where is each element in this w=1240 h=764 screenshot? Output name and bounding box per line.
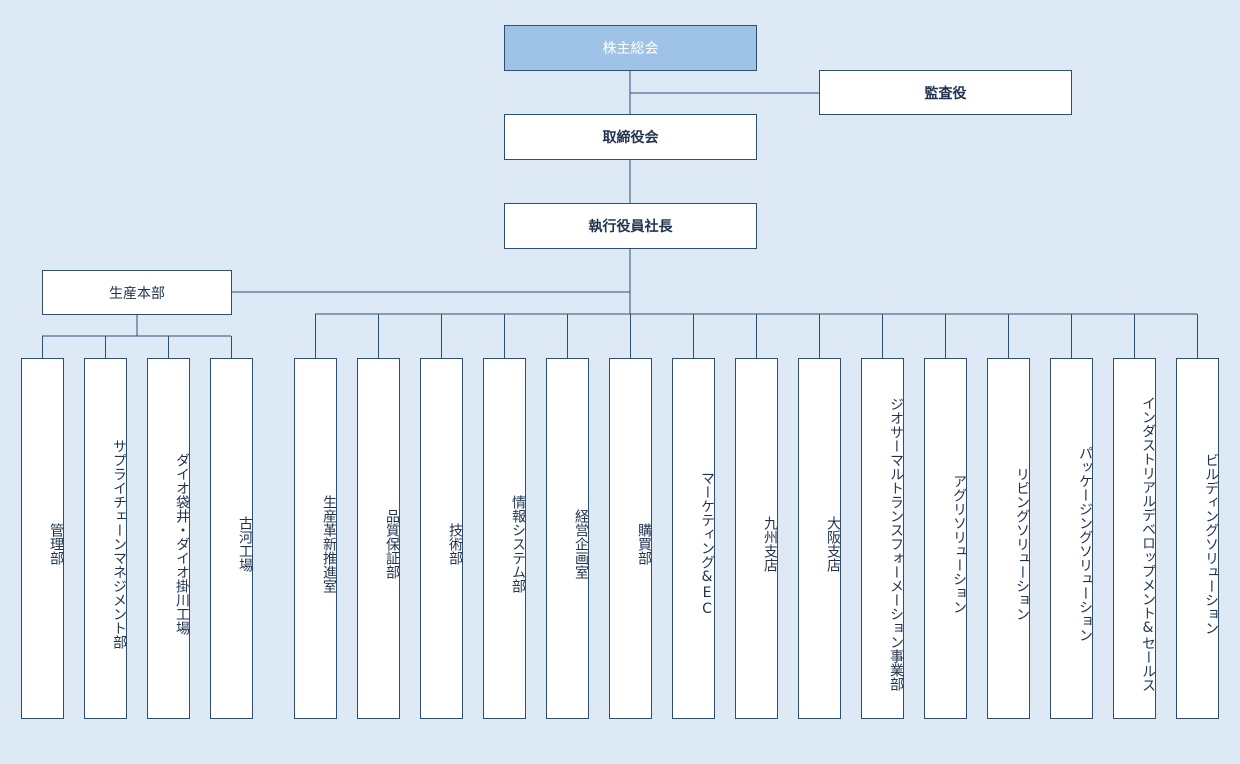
department-label: 経営企画室 — [573, 508, 589, 579]
department-box: ビルディングソリューション — [1176, 358, 1219, 719]
board-label: 取締役会 — [602, 130, 659, 146]
department-label: アグリソリューション — [951, 473, 967, 614]
department-box: 大阪支店 — [798, 358, 841, 719]
department-box: 品質保証部 — [357, 358, 400, 719]
department-label: 技術部 — [447, 522, 463, 565]
department-label: マーケティング&EC — [699, 470, 715, 617]
department-label: インダストリアルデベロップメント&セールス — [1140, 395, 1156, 692]
department-label: 購買部 — [636, 522, 652, 565]
department-label: 九州支店 — [762, 515, 778, 572]
production-unit-box: 古河工場 — [210, 358, 253, 719]
president-box: 執行役員社長 — [504, 203, 757, 249]
department-box: マーケティング&EC — [672, 358, 715, 719]
department-box: 生産革新推進室 — [294, 358, 337, 719]
department-box: 経営企画室 — [546, 358, 589, 719]
production-unit-label: ダイオ袋井・ダイオ掛川工場 — [174, 452, 190, 635]
department-label: 品質保証部 — [384, 508, 400, 579]
department-label: ビルディングソリューション — [1203, 452, 1219, 635]
president-label: 執行役員社長 — [588, 219, 673, 235]
department-box: インダストリアルデベロップメント&セールス — [1113, 358, 1156, 719]
department-box: ジオサーマルトランスフォーメーション事業部 — [861, 358, 904, 719]
production-hq-box: 生産本部 — [42, 270, 232, 315]
department-label: 生産革新推進室 — [321, 494, 337, 593]
department-label: 大阪支店 — [825, 515, 841, 572]
department-box: アグリソリューション — [924, 358, 967, 719]
department-box: リビングソリューション — [987, 358, 1030, 719]
production-unit-box: サプライチェーンマネジメント部 — [84, 358, 127, 719]
department-box: 九州支店 — [735, 358, 778, 719]
production-unit-box: ダイオ袋井・ダイオ掛川工場 — [147, 358, 190, 719]
production-unit-label: 管理部 — [48, 522, 64, 565]
auditor-label: 監査役 — [924, 85, 967, 102]
department-box: 情報システム部 — [483, 358, 526, 719]
department-box: パッケージングソリューション — [1050, 358, 1093, 719]
production-unit-box: 管理部 — [21, 358, 64, 719]
production-unit-label: サプライチェーンマネジメント部 — [111, 438, 127, 649]
production-hq-label: 生産本部 — [109, 285, 165, 302]
board-box: 取締役会 — [504, 114, 757, 160]
department-label: リビングソリューション — [1014, 466, 1030, 621]
department-label: 情報システム部 — [510, 494, 526, 593]
auditor-box: 監査役 — [819, 70, 1072, 115]
shareholders-label: 株主総会 — [602, 41, 659, 57]
department-box: 購買部 — [609, 358, 652, 719]
production-unit-label: 古河工場 — [237, 515, 253, 572]
department-label: パッケージングソリューション — [1077, 445, 1093, 642]
department-label: ジオサーマルトランスフォーメーション事業部 — [888, 396, 904, 691]
shareholders-box: 株主総会 — [504, 25, 757, 71]
department-box: 技術部 — [420, 358, 463, 719]
